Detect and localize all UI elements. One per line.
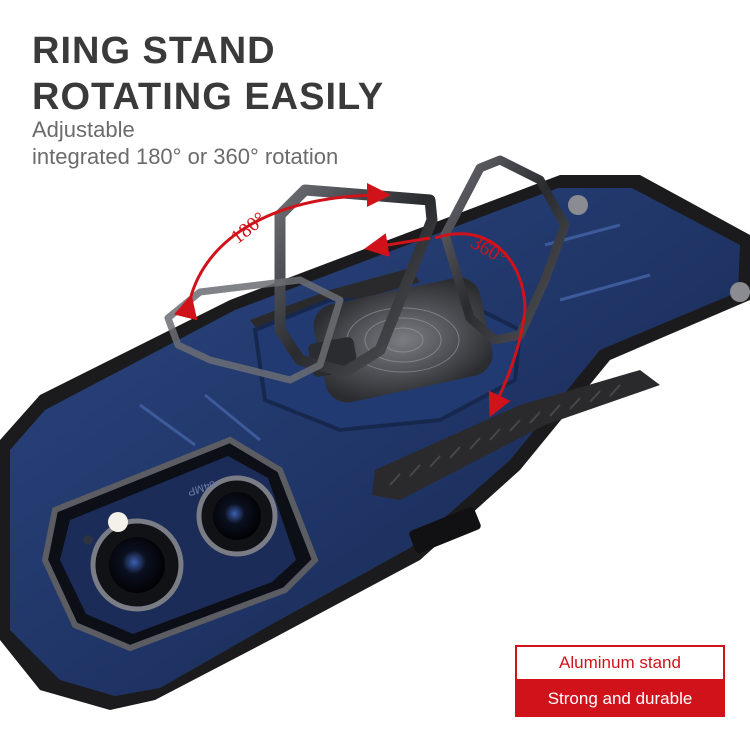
headline-line-1: RING STAND [32, 30, 276, 72]
subtitle: Adjustable integrated 180° or 360° rotat… [32, 116, 338, 170]
side-button [409, 506, 481, 554]
rotation-arrow-360 [434, 232, 527, 418]
ring-frame [440, 155, 570, 345]
flash-icon [108, 512, 128, 532]
rotation-arrow-180 [173, 183, 391, 321]
badge-strong-durable: Strong and durable [515, 681, 725, 717]
subtitle-line-1: Adjustable [32, 117, 135, 142]
rotation-label-180: 180° [227, 208, 270, 249]
grip-strip-lower [372, 370, 660, 500]
headline-line-2: ROTATING EASILY [32, 76, 385, 118]
subtitle-line-2: integrated 180° or 360° rotation [32, 144, 339, 169]
headline: RING STAND ROTATING EASILY [32, 28, 384, 120]
badge-aluminum-stand: Aluminum stand [515, 645, 725, 681]
screw [730, 282, 750, 302]
rotation-arrow-360-tail [364, 233, 431, 257]
screw [568, 195, 588, 215]
